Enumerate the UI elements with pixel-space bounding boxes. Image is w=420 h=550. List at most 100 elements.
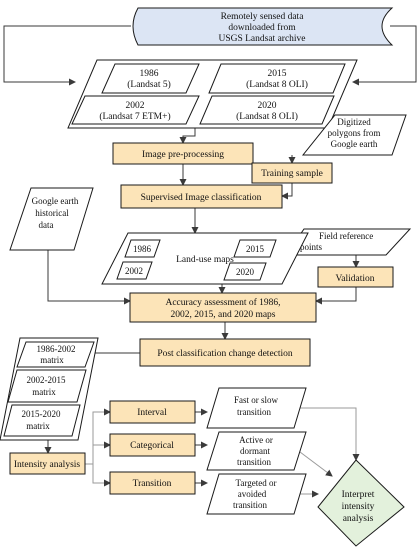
matrix-2002-2015-box: [7, 369, 87, 403]
google-historical-box: [9, 187, 94, 251]
interpret-node: Interpret intensity analysis: [317, 459, 405, 547]
interpret-line-2: intensity: [342, 502, 375, 512]
matrix-2002-2015-label: matrix: [32, 387, 56, 397]
training-label: Training sample: [261, 169, 323, 179]
matrix-1986-2002-box: [16, 341, 95, 368]
arrow-intensity-to-interval: [85, 408, 111, 465]
landsat-2002-year: 2002: [126, 101, 145, 111]
landsat-2015-year: 2015: [268, 69, 287, 79]
landsat-2015-box: [208, 63, 346, 94]
outcome-transition-line-1: Targeted or: [236, 478, 277, 488]
source-line-3: USGS Landsat archive: [218, 34, 305, 44]
outcome-interval-box: [206, 387, 307, 429]
source-line-2: downloaded from: [228, 22, 296, 33]
landsat-group: 1986 (Landsat 5) 2015 (Landsat 8 OLI) 20…: [67, 59, 358, 129]
preprocessing-box: [112, 142, 254, 165]
transition-label: Transition: [133, 479, 172, 489]
google-historical-node: Google earth historical data: [9, 187, 94, 251]
landsat-2002-box: [71, 95, 200, 125]
training-node: Training sample: [251, 162, 333, 184]
matrix-1986-2002-years: 1986-2002: [37, 344, 76, 354]
arrow-source-to-landsat-left: [3, 25, 131, 86]
matrices-group: 1986-2002 matrix 2002-2015 matrix 2015-2…: [0, 337, 99, 441]
intensity-box: [9, 452, 86, 475]
intensity-label: Intensity analysis: [14, 460, 81, 470]
categorical-box: [109, 433, 196, 457]
arrow-fast-slow-to-interpret: [300, 407, 360, 461]
field-reference-line-1: Field reference: [319, 231, 373, 241]
validation-node: Validation: [317, 266, 394, 288]
digitized-line-1: Digitized: [337, 117, 371, 127]
landuse-2002-label: 2002: [125, 266, 143, 276]
arrow-intensity-to-transition: [92, 445, 111, 487]
landsat-2002-sensor: (Landsat 7 ETM+): [99, 111, 170, 122]
matrix-2015-2020-years: 2015-2020: [22, 409, 61, 419]
supervised-node: Supervised Image classification: [120, 184, 283, 209]
source-line-1: Remotely sensed data: [221, 12, 305, 22]
preprocessing-node: Image pre-processing: [112, 142, 254, 165]
source-node: Remotely sensed data downloaded from USG…: [132, 7, 394, 46]
matrix-2015-2020-label: matrix: [26, 421, 50, 431]
transition-box: [109, 471, 196, 495]
outcome-transition-line-3: transition: [233, 500, 267, 510]
digitized-line-3: Google earth: [331, 139, 378, 149]
outcome-categorical-line-3: transition: [237, 457, 271, 467]
google-historical-line-1: Google earth: [32, 196, 79, 206]
digitized-line-2: polygons from: [328, 128, 381, 138]
field-reference-node: Field reference points: [285, 228, 412, 256]
interpret-diamond: [317, 459, 405, 547]
outcome-transition-line-2: avoided: [238, 489, 267, 499]
post-classification-node: Post classification change detection: [139, 338, 311, 367]
arrow-landsat-to-preprocessing: [179, 128, 196, 144]
matrix-2002-2015-years: 2002-2015: [27, 375, 66, 385]
supervised-box: [120, 184, 283, 209]
training-box: [251, 162, 333, 184]
post-classification-box: [139, 338, 311, 367]
landuse-1986-box: [124, 239, 161, 258]
validation-label: Validation: [335, 274, 374, 284]
outcome-categorical-box: [206, 431, 307, 471]
digitized-node: Digitized polygons from Google earth: [301, 114, 407, 156]
accuracy-box: [129, 292, 317, 323]
interpret-line-3: analysis: [343, 514, 374, 524]
interpret-line-1: Interpret: [342, 490, 375, 500]
accuracy-line-1: Accuracy assessment of 1986,: [165, 297, 280, 308]
arrow-active-dormant-to-interpret: [299, 451, 333, 477]
arrow-source-to-landsat-right: [352, 25, 417, 86]
field-reference-line-2: points: [300, 242, 323, 252]
categorical-label: Categorical: [130, 441, 174, 451]
interval-label: Interval: [137, 408, 167, 418]
landuse-2015-box: [233, 239, 277, 258]
intensity-node: Intensity analysis: [9, 452, 86, 475]
outcome-interval-line-1: Fast or slow: [234, 395, 279, 405]
outcome-categorical-line-1: Active or: [239, 435, 273, 445]
arrow-google-to-accuracy: [47, 250, 131, 305]
landsat-2020-box: [199, 95, 335, 125]
preprocessing-label: Image pre-processing: [142, 150, 224, 160]
google-historical-line-3: data: [39, 220, 54, 230]
arrow-training-to-supervised: [281, 183, 293, 200]
levels-group: Interval Categorical Transition: [109, 400, 196, 495]
landuse-label: Land-use maps: [176, 255, 234, 265]
landsat-1986-box: [101, 63, 200, 94]
landsat-2020-year: 2020: [258, 101, 277, 111]
matrix-1986-2002-label: matrix: [40, 355, 64, 365]
interval-box: [109, 400, 196, 424]
landuse-1986-label: 1986: [133, 244, 152, 254]
matrix-2015-2020-box: [3, 404, 81, 437]
outcome-categorical-line-2: dormant: [240, 446, 270, 456]
landsat-1986-year: 1986: [140, 69, 159, 79]
outcomes-group: Fast or slow transition Active or dorman…: [206, 387, 307, 515]
landsat-1986-sensor: (Landsat 5): [127, 79, 171, 90]
landuse-2020-box: [223, 262, 267, 281]
source-box: [132, 7, 394, 46]
outcome-interval-line-2: transition: [237, 407, 271, 417]
landuse-group: Land-use maps 1986 2015 2002 2020: [101, 232, 309, 285]
landuse-2020-label: 2020: [236, 267, 255, 277]
landuse-2015-label: 2015: [246, 244, 265, 254]
landuse-2002-box: [116, 261, 153, 280]
landsat-2015-sensor: (Landsat 8 OLI): [246, 79, 308, 90]
landsat-2020-sensor: (Landsat 8 OLI): [236, 111, 298, 122]
outcome-transition-box: [206, 473, 307, 515]
